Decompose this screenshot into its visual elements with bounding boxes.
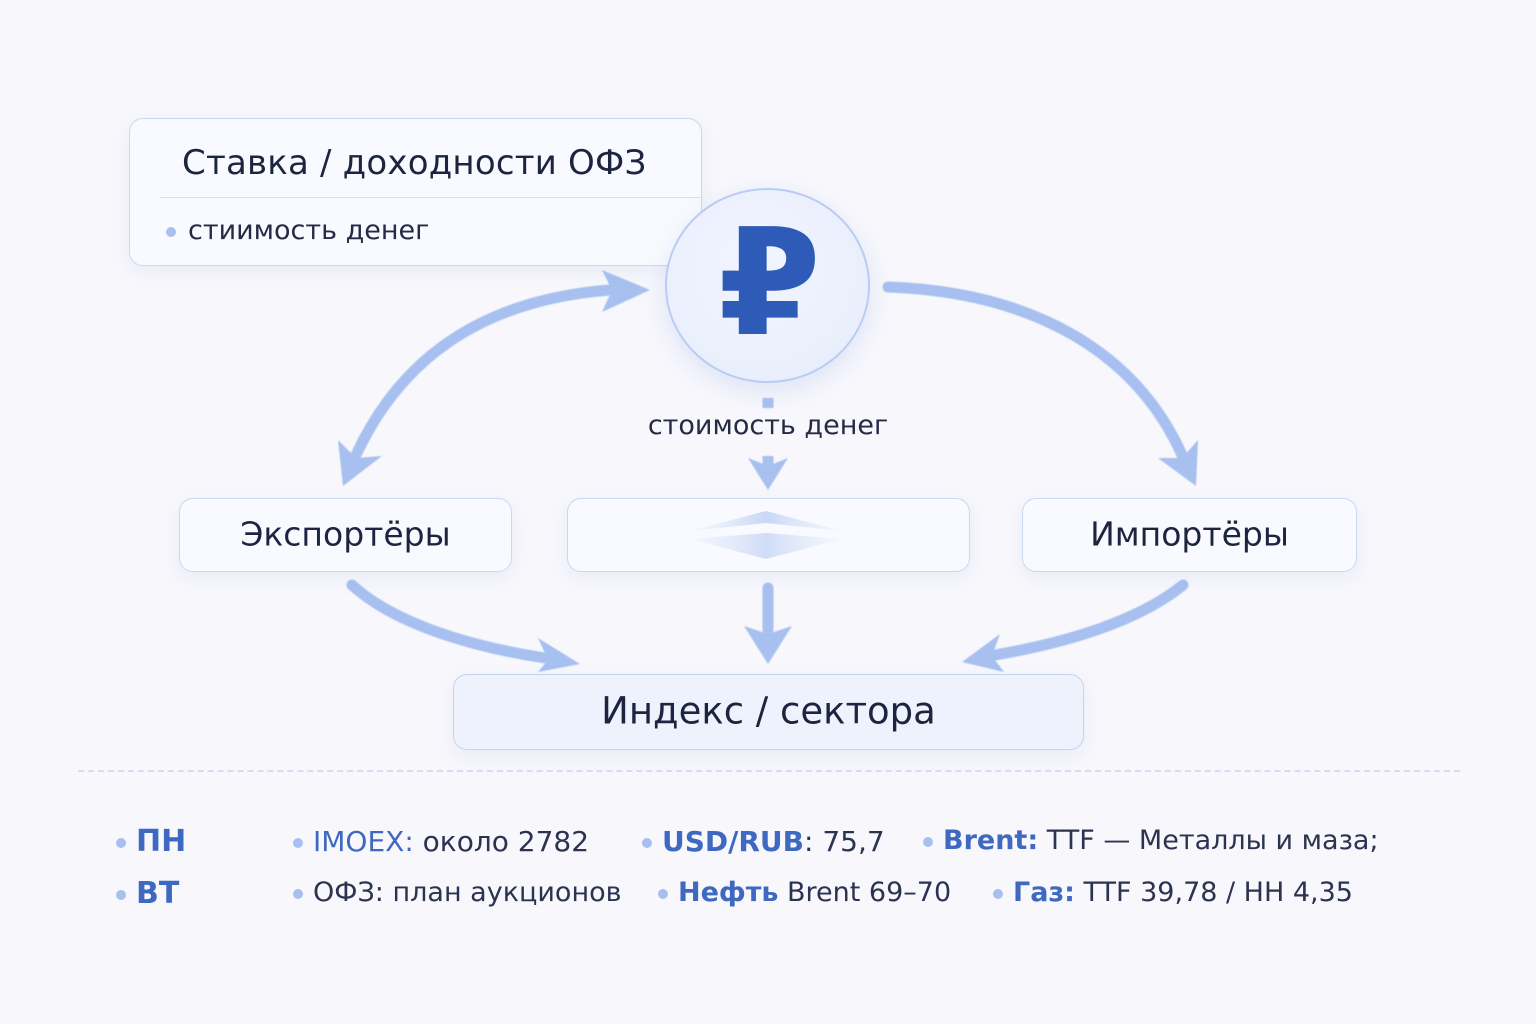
bullet-dot xyxy=(658,888,668,899)
section-divider xyxy=(78,770,1460,772)
index-label: Индекс / сектора xyxy=(601,689,936,733)
bullet-dot xyxy=(166,226,176,237)
ruble-icon: ₽ xyxy=(718,196,821,369)
arrow-exporters-to-ruble xyxy=(350,284,616,461)
arrowhead-importers-right xyxy=(1158,440,1198,486)
calendar-item-value: : 75,7 xyxy=(804,825,885,858)
arrowhead-exporters-left xyxy=(338,440,382,486)
calendar-day: ПН xyxy=(116,824,186,859)
index-node: Индекс / сектора xyxy=(453,674,1084,750)
calendar-item-value: TTF — Металлы и маза; xyxy=(1038,825,1379,856)
calendar-item-value: ОФЗ: план аукционов xyxy=(313,877,622,908)
calendar-item: USD/RUB: 75,7 xyxy=(642,825,885,858)
calendar-day-text: ВТ xyxy=(136,876,180,911)
rate-card-title: Ставка / доходности ОФЗ xyxy=(182,143,647,183)
arrow-importers-to-index xyxy=(989,579,1189,661)
calendar-item-key: USD/RUB xyxy=(662,825,805,858)
rate-card-subtitle-text: стиимость денег xyxy=(188,215,430,246)
arrowhead-ruble-left xyxy=(602,270,650,312)
calendar-day: ВТ xyxy=(116,876,179,911)
arrowhead-index-center xyxy=(744,626,792,664)
calendar-item-key: IMOEX: xyxy=(313,825,414,858)
calendar-day-text: ПН xyxy=(136,824,187,859)
calendar-item-value: TTF 39,78 / НН 4,35 xyxy=(1074,877,1354,908)
bullet-dot xyxy=(923,836,933,847)
calendar-item-key: Brent: xyxy=(943,825,1039,856)
bullet-dot xyxy=(116,889,126,900)
rate-card: Ставка / доходности ОФЗ стиимость денег xyxy=(129,118,702,266)
rate-card-divider xyxy=(160,197,701,198)
arrowhead-center-top xyxy=(748,458,788,490)
calendar-item: Газ: TTF 39,78 / НН 4,35 xyxy=(993,877,1353,908)
exporters-node: Экспортёры xyxy=(179,498,512,572)
bullet-dot xyxy=(993,888,1003,899)
bullet-dot xyxy=(642,838,652,848)
calendar-item-key: Газ: xyxy=(1013,877,1075,908)
rate-card-subtitle: стиимость денег xyxy=(166,215,429,246)
arrow-ruble-to-importers xyxy=(882,281,1188,461)
calendar-item-key: Нефть xyxy=(678,877,779,908)
money-cost-label: стоимость денег xyxy=(647,410,889,441)
calendar-item: Нефть Brent 69–70 xyxy=(658,877,951,908)
calendar-item-value: Brent 69–70 xyxy=(778,877,952,908)
arrowhead-index-left xyxy=(538,638,580,672)
calendar-item: ОФЗ: план аукционов xyxy=(293,877,622,908)
calendar-item-value: около 2782 xyxy=(413,825,590,858)
bullet-dot xyxy=(116,837,126,848)
importers-node: Импортёры xyxy=(1022,498,1357,572)
center-node xyxy=(567,498,970,572)
bullet-dot xyxy=(293,838,303,848)
bullet-dot xyxy=(293,888,303,899)
calendar-item: IMOEX: около 2782 xyxy=(293,825,589,858)
arrowhead-index-right xyxy=(962,634,1004,672)
calendar-item: Brent: TTF — Металлы и маза; xyxy=(923,825,1379,856)
chevron-shape-icon xyxy=(690,511,842,559)
importers-label: Импортёры xyxy=(1090,514,1289,554)
exporters-label: Экспортёры xyxy=(240,514,451,554)
arrow-exporters-to-index xyxy=(346,579,551,664)
ruble-node: ₽ xyxy=(665,188,870,383)
